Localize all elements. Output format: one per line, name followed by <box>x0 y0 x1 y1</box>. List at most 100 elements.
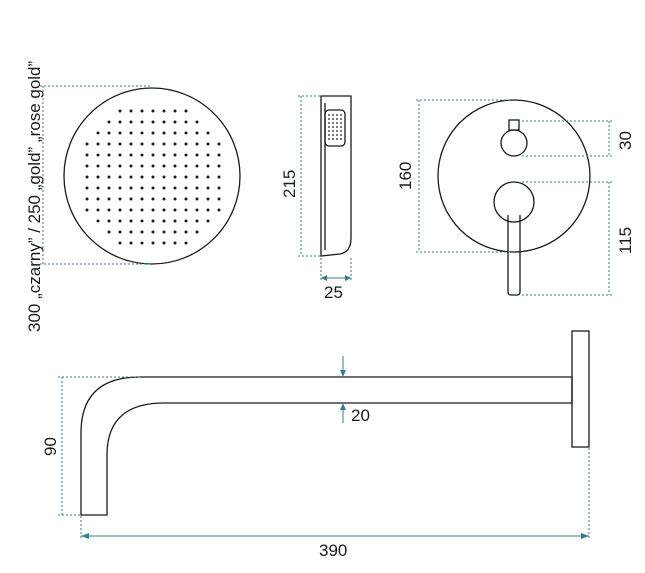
lever-hub <box>493 181 535 223</box>
spray-dot <box>328 130 330 132</box>
arm-height-label: 90 <box>41 437 60 456</box>
spray-dot <box>336 118 338 120</box>
wall-flange <box>571 330 590 448</box>
nozzle-dot <box>118 131 122 135</box>
arm-length-label: 390 <box>319 541 347 560</box>
nozzle-dot <box>118 219 122 223</box>
nozzle-dot <box>140 175 144 179</box>
shower-arm-outline <box>80 376 573 516</box>
nozzle-dot <box>118 153 122 157</box>
nozzle-dot <box>206 219 210 223</box>
nozzle-dot <box>184 153 188 157</box>
nozzle-dot <box>173 142 177 146</box>
nozzle-dot <box>195 197 199 201</box>
nozzle-dot <box>96 186 100 190</box>
spray-dot <box>328 122 330 124</box>
nozzle-dot <box>184 142 188 146</box>
nozzle-dot <box>151 208 155 212</box>
nozzle-dot <box>151 131 155 135</box>
hand-shower-width-arrow-right <box>345 275 351 281</box>
spray-dot <box>340 138 342 140</box>
nozzle-dot <box>184 120 188 124</box>
spray-dot <box>332 130 334 132</box>
nozzle-dot <box>129 241 133 245</box>
nozzle-dot <box>107 197 111 201</box>
nozzle-dot <box>129 131 133 135</box>
nozzle-dot <box>195 142 199 146</box>
spray-dot <box>340 134 342 136</box>
shower-head-diameter-label: 300 „czarny” / 250 „gold” „rose gold” <box>25 60 44 332</box>
arm-thickness-arrow-up <box>340 403 346 410</box>
nozzle-dot <box>85 208 89 212</box>
nozzle-dot <box>151 153 155 157</box>
nozzle-dot <box>107 131 111 135</box>
spray-dot <box>328 126 330 128</box>
nozzle-dot <box>151 219 155 223</box>
nozzle-dot <box>118 186 122 190</box>
spray-dot <box>332 118 334 120</box>
nozzle-dot <box>162 219 166 223</box>
hand-shower-width-label: 25 <box>324 283 343 302</box>
nozzle-dot <box>85 175 89 179</box>
mixer-lever <box>507 215 521 296</box>
spray-dot <box>336 130 338 132</box>
nozzle-dot <box>129 175 133 179</box>
nozzle-dot <box>107 142 111 146</box>
nozzle-dot <box>195 164 199 168</box>
nozzle-dot <box>184 164 188 168</box>
nozzle-dot <box>118 142 122 146</box>
arm-thickness-arrow-down <box>340 370 346 377</box>
nozzle-dot <box>85 153 89 157</box>
spray-dot <box>332 126 334 128</box>
arm-height-dimension: 90 <box>41 376 140 516</box>
nozzle-dot <box>162 186 166 190</box>
nozzle-dot <box>217 153 221 157</box>
nozzle-dot <box>195 230 199 234</box>
nozzle-dot <box>217 164 221 168</box>
nozzle-dot <box>85 164 89 168</box>
nozzle-dot <box>173 230 177 234</box>
nozzle-dot <box>162 208 166 212</box>
nozzle-dot <box>151 241 155 245</box>
nozzle-dot <box>151 164 155 168</box>
nozzle-dot <box>96 175 100 179</box>
nozzle-dot <box>184 175 188 179</box>
nozzle-dot <box>195 131 199 135</box>
nozzle-dot <box>162 109 166 113</box>
nozzle-dot <box>118 175 122 179</box>
nozzle-dot <box>217 208 221 212</box>
spray-dot <box>336 114 338 116</box>
mixer <box>437 99 591 296</box>
nozzle-dot <box>173 131 177 135</box>
mixer-plate <box>437 99 591 253</box>
spray-dot <box>328 114 330 116</box>
nozzle-dot <box>162 142 166 146</box>
shower-head-diameter-dimension: 300 „czarny” / 250 „gold” „rose gold” <box>25 60 150 332</box>
nozzle-dot <box>173 109 177 113</box>
nozzle-dot <box>173 197 177 201</box>
nozzle-dot <box>96 164 100 168</box>
spray-dot <box>332 122 334 124</box>
nozzle-dot <box>184 109 188 113</box>
nozzle-dot <box>206 186 210 190</box>
nozzle-dot <box>195 219 199 223</box>
nozzle-dot <box>162 241 166 245</box>
nozzle-dot <box>107 175 111 179</box>
nozzle-dot <box>140 109 144 113</box>
nozzle-dot <box>195 186 199 190</box>
nozzle-dot <box>173 208 177 212</box>
nozzle-dot <box>184 197 188 201</box>
nozzle-dot <box>118 164 122 168</box>
nozzle-dot <box>118 230 122 234</box>
nozzle-dot <box>129 164 133 168</box>
nozzle-dot <box>162 230 166 234</box>
nozzle-dot <box>118 120 122 124</box>
nozzle-dot <box>162 120 166 124</box>
nozzle-dot <box>173 219 177 223</box>
diverter-stem <box>508 119 520 131</box>
nozzle-dot <box>140 153 144 157</box>
arm-length-arrow-right <box>581 533 589 539</box>
shower-head <box>63 87 241 265</box>
nozzle-dot <box>206 131 210 135</box>
arm-length-arrow-left <box>81 533 89 539</box>
